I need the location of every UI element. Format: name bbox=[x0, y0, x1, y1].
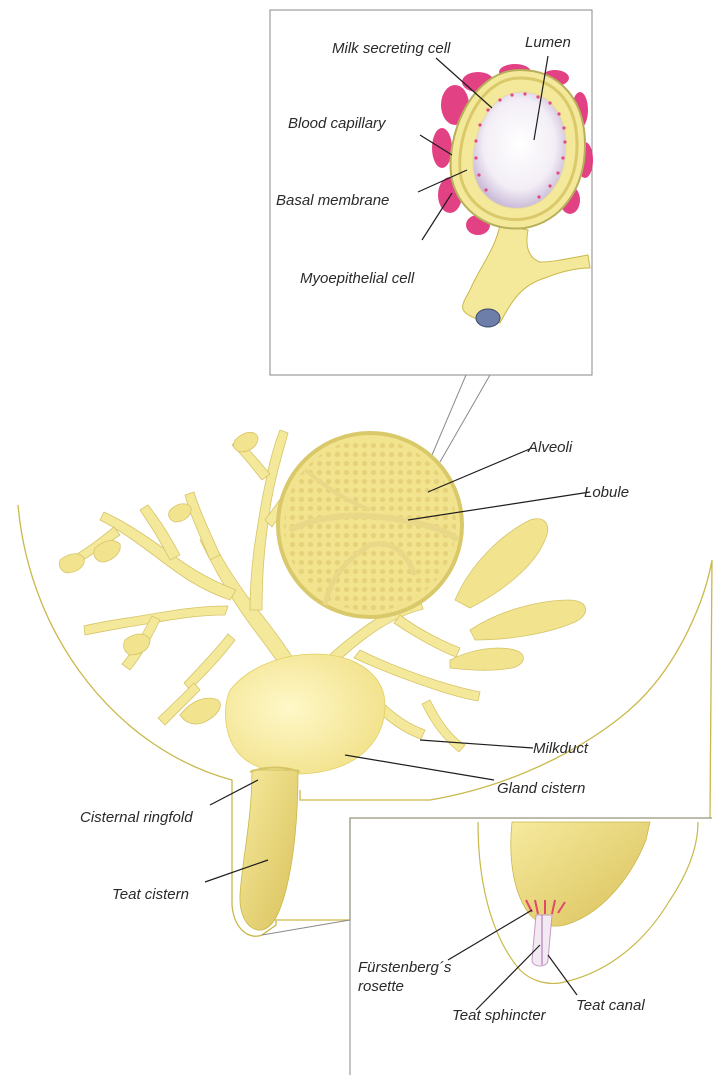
label-teat-canal: Teat canal bbox=[576, 997, 645, 1014]
label-milkduct: Milkduct bbox=[533, 740, 589, 757]
label-milk-secreting-cell: Milk secreting cell bbox=[332, 40, 451, 57]
alveolus-duct bbox=[463, 225, 590, 323]
label-blood-capillary: Blood capillary bbox=[288, 115, 387, 132]
label-teat-cistern: Teat cistern bbox=[112, 886, 189, 903]
duct-cut-end bbox=[476, 309, 500, 327]
label-gland-cistern: Gland cistern bbox=[497, 780, 585, 797]
label-furstenberg-rosette-line1: Fürstenberg´s bbox=[358, 959, 452, 976]
label-furstenberg-rosette-line2: rosette bbox=[358, 978, 404, 995]
lobule bbox=[278, 433, 462, 617]
label-lumen: Lumen bbox=[525, 34, 571, 51]
inset-callout bbox=[432, 375, 490, 462]
teat-inset bbox=[262, 818, 712, 1075]
gland-cistern bbox=[225, 654, 385, 774]
label-teat-sphincter: Teat sphincter bbox=[452, 1007, 547, 1024]
label-basal-membrane: Basal membrane bbox=[276, 192, 389, 209]
label-lobule: Lobule bbox=[584, 484, 629, 501]
teat-inset-callout bbox=[262, 920, 350, 935]
teat-cistern bbox=[240, 770, 298, 930]
label-alveoli: Alveoli bbox=[527, 439, 573, 456]
label-myoepithelial-cell: Myoepithelial cell bbox=[300, 270, 415, 287]
label-cisternal-ringfold: Cisternal ringfold bbox=[80, 809, 193, 826]
